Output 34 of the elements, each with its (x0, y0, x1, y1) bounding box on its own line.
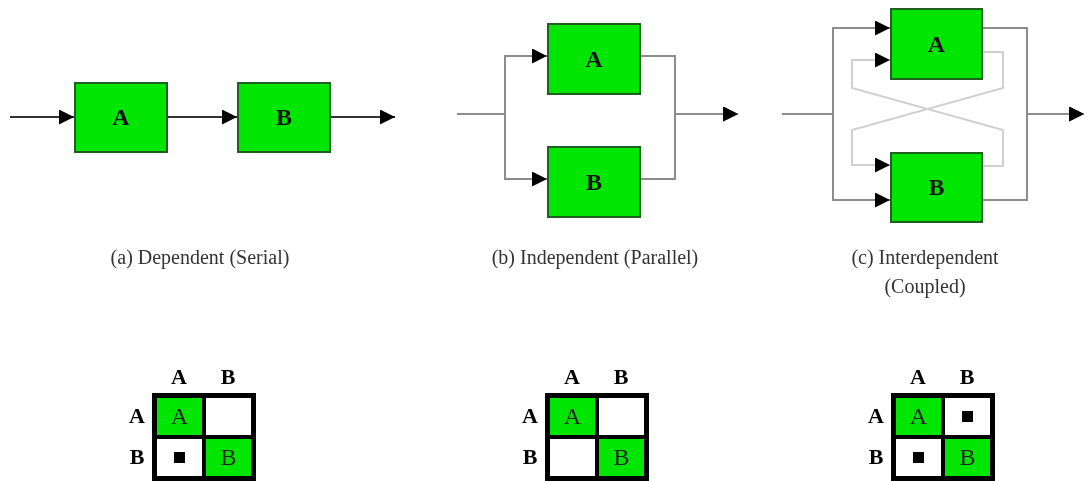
matrix-cell: B (206, 439, 251, 476)
matrix-header: B (958, 365, 976, 389)
caption: (a) Dependent (Serial) (109, 245, 291, 271)
matrix-header: A (563, 365, 581, 389)
matrix-cell: A (896, 398, 941, 435)
process-box: B (547, 146, 641, 218)
arrow (982, 106, 1085, 201)
arrow (167, 109, 238, 125)
matrix-header: B (867, 445, 885, 469)
matrix-cell: B (599, 439, 644, 476)
matrix-header: B (219, 365, 237, 389)
caption: (b) Independent (Parallel) (490, 245, 700, 271)
matrix-header: A (128, 404, 146, 428)
matrix-header: B (521, 445, 539, 469)
process-box: B (890, 152, 983, 223)
process-box: A (547, 23, 641, 95)
arrow (640, 106, 739, 180)
process-box: A (74, 82, 168, 153)
matrix-header: A (521, 404, 539, 428)
caption: (c) Interdependent (Coupled) (850, 245, 1000, 300)
matrix-header: B (612, 365, 630, 389)
process-box: B (237, 82, 331, 153)
arrow (9, 109, 75, 125)
arrow (781, 113, 891, 208)
matrix-cell: A (550, 398, 595, 435)
matrix-header: A (867, 404, 885, 428)
matrix-cell: A (157, 398, 202, 435)
arrow (330, 109, 396, 125)
matrix-header: A (909, 365, 927, 389)
matrix-cell: B (945, 439, 990, 476)
matrix-header: B (128, 445, 146, 469)
matrix-header: A (170, 365, 188, 389)
process-box: A (890, 8, 983, 80)
arrow (456, 113, 548, 187)
